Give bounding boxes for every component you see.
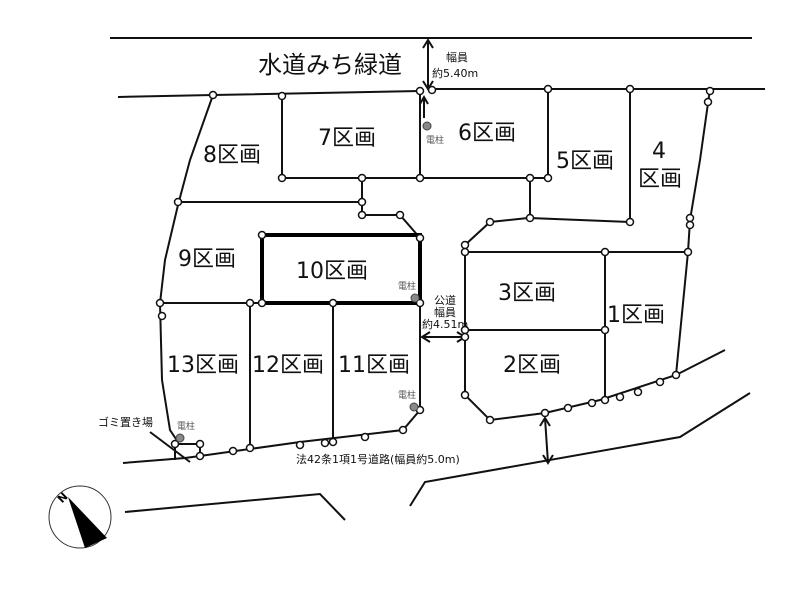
pole-label: 電柱: [426, 134, 444, 146]
lot-5: 5区画: [556, 149, 614, 174]
lot-11: 11区画: [338, 353, 410, 378]
lot-3: 3区画: [498, 281, 556, 306]
utility-pole-icon: [410, 293, 420, 303]
lot-9: 9区画: [178, 247, 236, 272]
utility-pole-icon: [409, 402, 419, 412]
boundary-markers: [155, 84, 715, 461]
utility-poles: [175, 121, 432, 443]
pole-label: 電柱: [177, 420, 195, 432]
north-compass-icon: N: [48, 485, 112, 549]
public-road-line1: 公道: [434, 293, 456, 307]
lot-12: 12区画: [252, 353, 324, 378]
lot-2: 2区画: [503, 353, 561, 378]
garbage-area-label: ゴミ置き場: [98, 415, 153, 429]
utility-pole-icon: [175, 433, 185, 443]
lot-8: 8区画: [203, 143, 261, 168]
dimension-arrows: [419, 38, 554, 465]
top-width-label: 幅員: [446, 51, 468, 64]
public-road-width: 約4.51m: [422, 317, 468, 331]
lot-13: 13区画: [167, 353, 239, 378]
road-lines: [110, 37, 765, 521]
bottom-road-label: 法42条1項1号道路(幅員約5.0m): [296, 452, 460, 466]
utility-pole-icon: [422, 121, 432, 131]
lot-7: 7区画: [318, 126, 376, 151]
pole-label: 電柱: [398, 389, 416, 401]
public-road-line2: 幅員: [434, 306, 456, 319]
lot-1: 1区画: [607, 303, 665, 328]
lot-10-highlight: [260, 233, 422, 305]
top-width-value: 約5.40m: [432, 66, 478, 80]
lot-4-number: 4: [652, 139, 666, 164]
lot-4-label: 区画: [638, 167, 682, 192]
lot-6: 6区画: [458, 121, 516, 146]
lot-10: 10区画: [296, 259, 368, 284]
pole-label: 電柱: [398, 280, 416, 292]
greenway-name: 水道みち緑道: [258, 51, 402, 79]
